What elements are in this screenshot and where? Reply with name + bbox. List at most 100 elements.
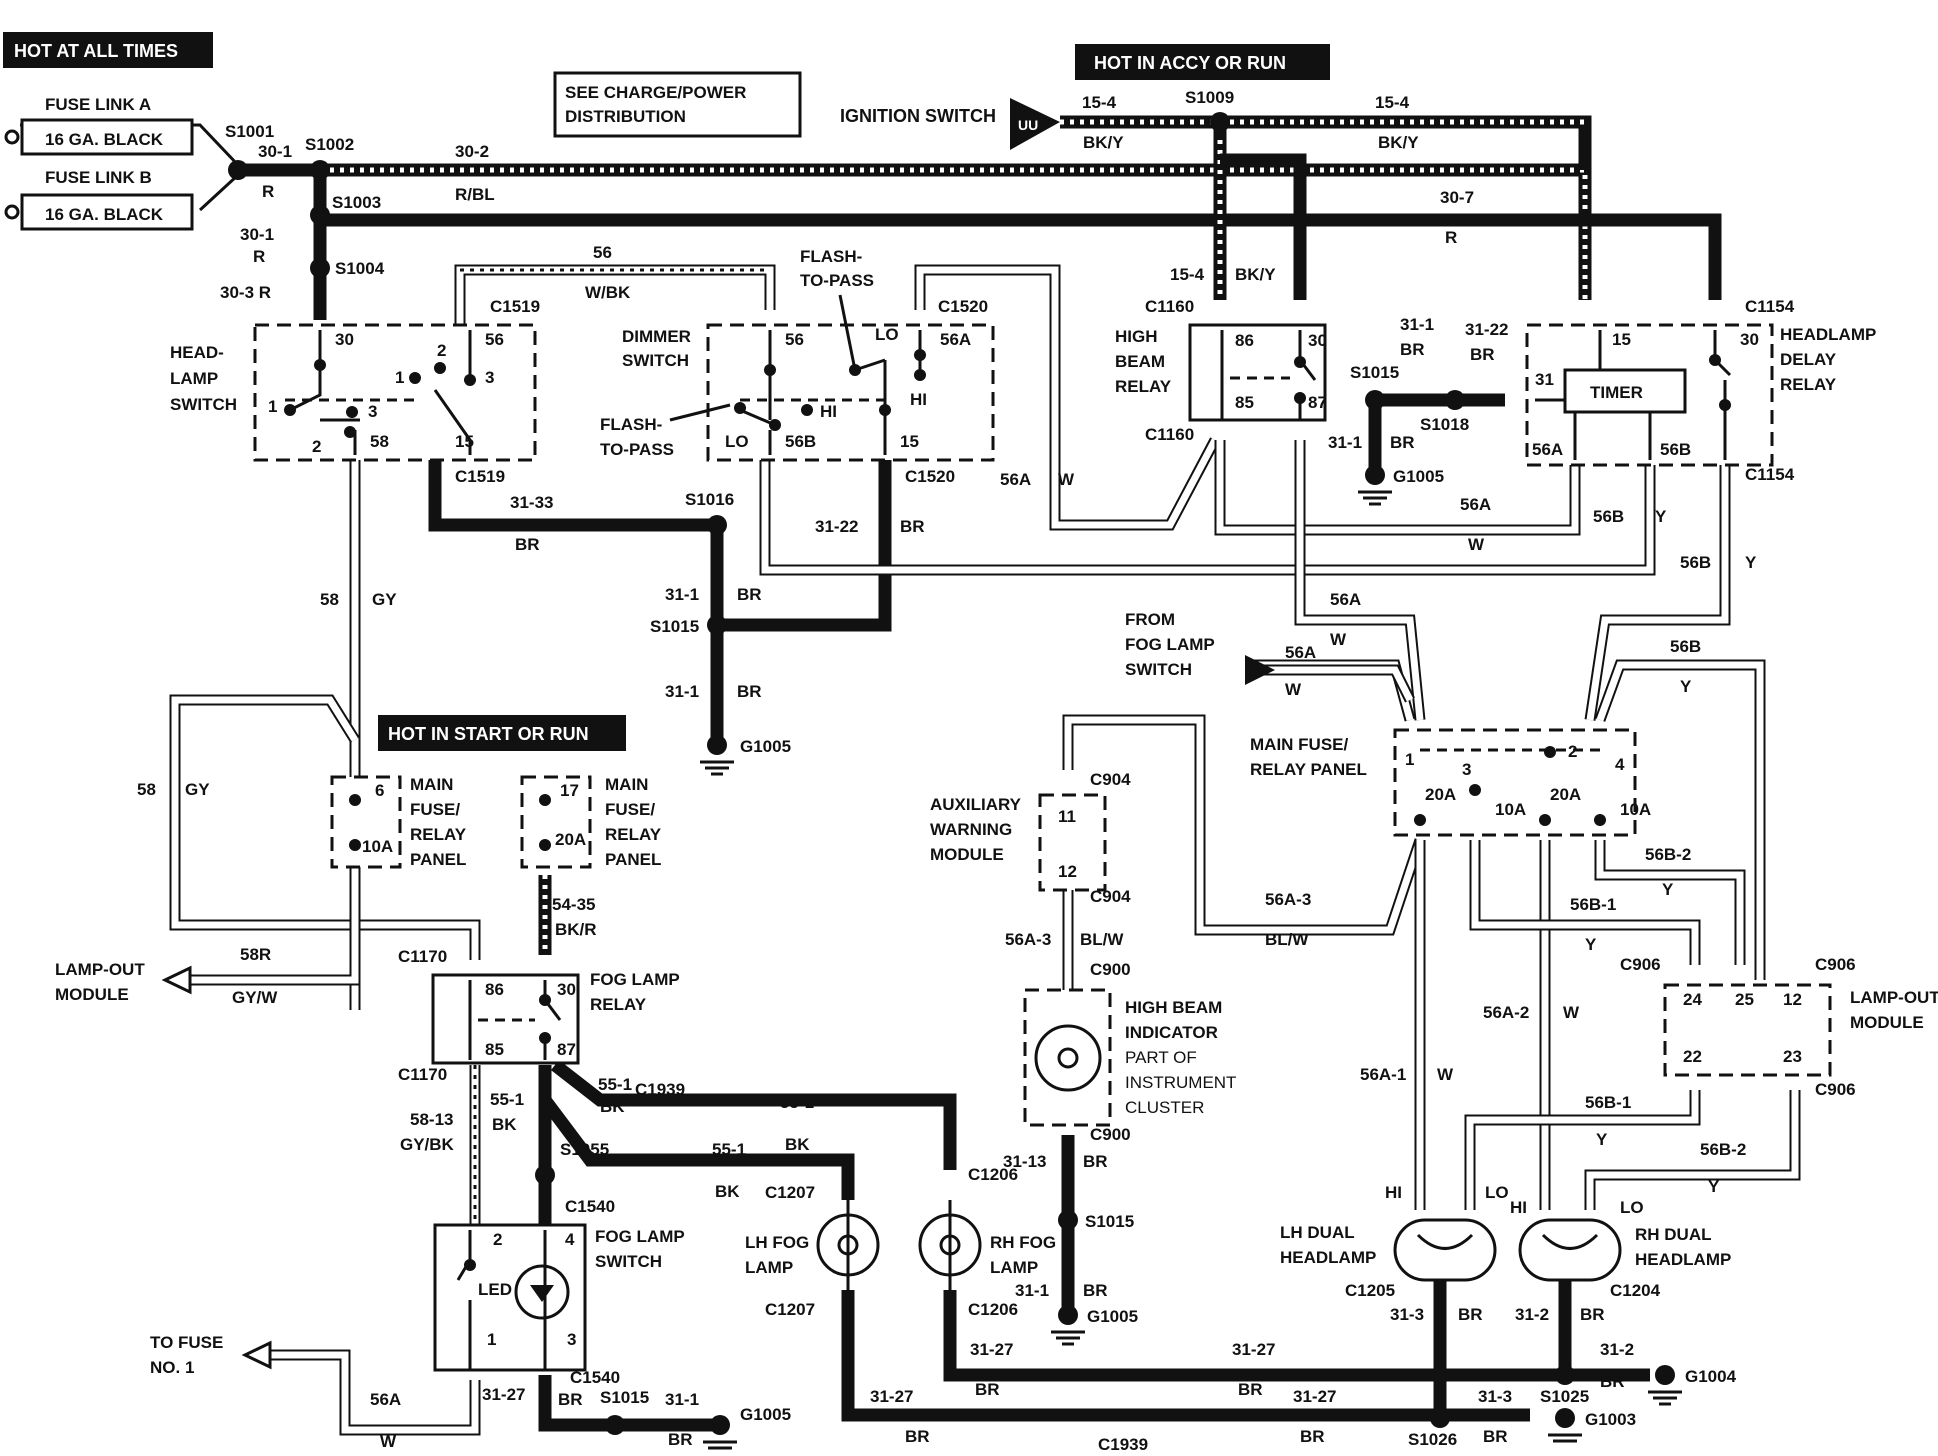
svg-text:56B: 56B (1660, 440, 1691, 459)
svg-text:C906: C906 (1815, 955, 1856, 974)
svg-text:31-22: 31-22 (1465, 320, 1508, 339)
svg-text:56A: 56A (1000, 470, 1031, 489)
svg-text:4: 4 (1615, 755, 1625, 774)
svg-text:HOT IN START OR RUN: HOT IN START OR RUN (388, 724, 589, 744)
svg-text:56B-1: 56B-1 (1585, 1093, 1631, 1112)
svg-text:TIMER: TIMER (1590, 383, 1643, 402)
svg-text:31-33: 31-33 (510, 493, 553, 512)
svg-text:58R: 58R (240, 945, 271, 964)
svg-text:BR: BR (1458, 1305, 1483, 1324)
svg-text:LAMP: LAMP (745, 1258, 793, 1277)
high-beam-indicator: HIGH BEAM INDICATOR PART OF INSTRUMENT C… (1023, 988, 1236, 1127)
svg-text:C1519: C1519 (455, 467, 505, 486)
ground-g1005-a: G1005 (700, 735, 791, 776)
splice-s1004 (310, 258, 330, 278)
svg-text:S1016: S1016 (685, 490, 734, 509)
svg-text:BK/Y: BK/Y (1083, 133, 1124, 152)
svg-text:C904: C904 (1090, 887, 1131, 906)
from-fog-lamp-switch: FROM FOG LAMP SWITCH (1125, 610, 1275, 685)
svg-text:LAMP-OUT: LAMP-OUT (1850, 988, 1938, 1007)
svg-text:C1939: C1939 (635, 1080, 685, 1099)
svg-text:BL/W: BL/W (1080, 930, 1124, 949)
svg-text:MAIN: MAIN (410, 775, 453, 794)
svg-text:C906: C906 (1620, 955, 1661, 974)
svg-text:BR: BR (905, 1427, 930, 1446)
svg-text:DIMMER: DIMMER (622, 327, 691, 346)
svg-text:BR: BR (975, 1380, 1000, 1399)
svg-text:FUSE LINK B: FUSE LINK B (45, 168, 152, 187)
svg-text:56A-3: 56A-3 (1265, 890, 1311, 909)
svg-text:C1154: C1154 (1745, 297, 1795, 316)
svg-text:20A: 20A (1550, 785, 1581, 804)
svg-text:56A: 56A (370, 1390, 401, 1409)
to-fuse-no1: TO FUSE NO. 1 (150, 1333, 272, 1377)
svg-text:W: W (1468, 535, 1485, 554)
svg-text:R: R (1445, 228, 1457, 247)
svg-text:RELAY: RELAY (1115, 377, 1172, 396)
svg-text:55-1: 55-1 (712, 1140, 746, 1159)
svg-text:Y: Y (1745, 553, 1757, 572)
svg-text:C1205: C1205 (1345, 1281, 1395, 1300)
svg-text:C1170: C1170 (398, 947, 447, 966)
svg-text:BK: BK (715, 1182, 740, 1201)
ground-g1005-d: G1005 (703, 1405, 791, 1450)
svg-text:C1160: C1160 (1145, 425, 1194, 444)
svg-text:30: 30 (1740, 330, 1759, 349)
svg-text:HI: HI (820, 402, 837, 421)
svg-text:C900: C900 (1090, 1125, 1131, 1144)
svg-text:31-22: 31-22 (815, 517, 858, 536)
svg-text:31: 31 (1535, 370, 1554, 389)
svg-text:G1004: G1004 (1685, 1367, 1737, 1386)
svg-text:BR: BR (1600, 1372, 1625, 1391)
svg-text:10A: 10A (1620, 800, 1651, 819)
svg-text:C1939: C1939 (1098, 1435, 1148, 1454)
svg-text:BL/W: BL/W (1265, 930, 1309, 949)
splice-s1015-b (1365, 390, 1385, 410)
svg-text:S1018: S1018 (1420, 415, 1469, 434)
svg-text:LO: LO (725, 432, 749, 451)
svg-text:R: R (262, 182, 274, 201)
svg-text:HEADLAMP: HEADLAMP (1780, 325, 1876, 344)
svg-text:BK: BK (600, 1097, 625, 1116)
svg-text:RH FOG: RH FOG (990, 1233, 1056, 1252)
svg-text:15-4: 15-4 (1082, 93, 1117, 112)
svg-text:BR: BR (1083, 1152, 1108, 1171)
power-wires (238, 115, 1722, 1432)
svg-text:SEE CHARGE/POWER: SEE CHARGE/POWER (565, 83, 746, 102)
svg-text:GY/W: GY/W (232, 988, 278, 1007)
svg-text:15: 15 (900, 432, 919, 451)
svg-text:C1540: C1540 (565, 1197, 615, 1216)
svg-text:W: W (1437, 1065, 1454, 1084)
svg-text:RELAY: RELAY (590, 995, 647, 1014)
svg-text:58: 58 (137, 780, 156, 799)
svg-text:FUSE LINK A: FUSE LINK A (45, 95, 151, 114)
svg-text:86: 86 (1235, 331, 1254, 350)
svg-text:30-1: 30-1 (240, 225, 274, 244)
svg-text:85: 85 (485, 1040, 504, 1059)
svg-text:C906: C906 (1815, 1080, 1856, 1099)
svg-text:86: 86 (485, 980, 504, 999)
svg-text:FLASH-: FLASH- (600, 415, 662, 434)
connector-labels: C1519 C1519 C1520 C1520 C1160 C1160 C115… (398, 297, 1856, 1454)
svg-text:HOT AT ALL TIMES: HOT AT ALL TIMES (14, 41, 178, 61)
svg-text:BK/Y: BK/Y (1235, 265, 1276, 284)
svg-text:IGNITION SWITCH: IGNITION SWITCH (840, 106, 996, 126)
svg-text:Y: Y (1662, 880, 1674, 899)
svg-text:25: 25 (1735, 990, 1754, 1009)
svg-text:TO-PASS: TO-PASS (600, 440, 674, 459)
svg-text:C1206: C1206 (968, 1300, 1018, 1319)
high-beam-relay: HIGH BEAM RELAY 86 30 85 87 (1115, 323, 1327, 422)
svg-text:2: 2 (312, 437, 321, 456)
svg-text:FOG LAMP: FOG LAMP (1125, 635, 1215, 654)
svg-text:BR: BR (1400, 340, 1425, 359)
svg-text:FUSE/: FUSE/ (605, 800, 655, 819)
svg-text:12: 12 (1058, 862, 1077, 881)
svg-text:SWITCH: SWITCH (1125, 660, 1192, 679)
svg-text:BR: BR (737, 585, 762, 604)
svg-text:FUSE/: FUSE/ (410, 800, 460, 819)
svg-text:31-27: 31-27 (1293, 1387, 1336, 1406)
splice-s1015-c (1058, 1210, 1078, 1230)
svg-text:G1003: G1003 (1585, 1410, 1636, 1429)
svg-text:31-1: 31-1 (665, 682, 699, 701)
rh-fog-lamp: RH FOG LAMP (918, 1200, 1056, 1290)
